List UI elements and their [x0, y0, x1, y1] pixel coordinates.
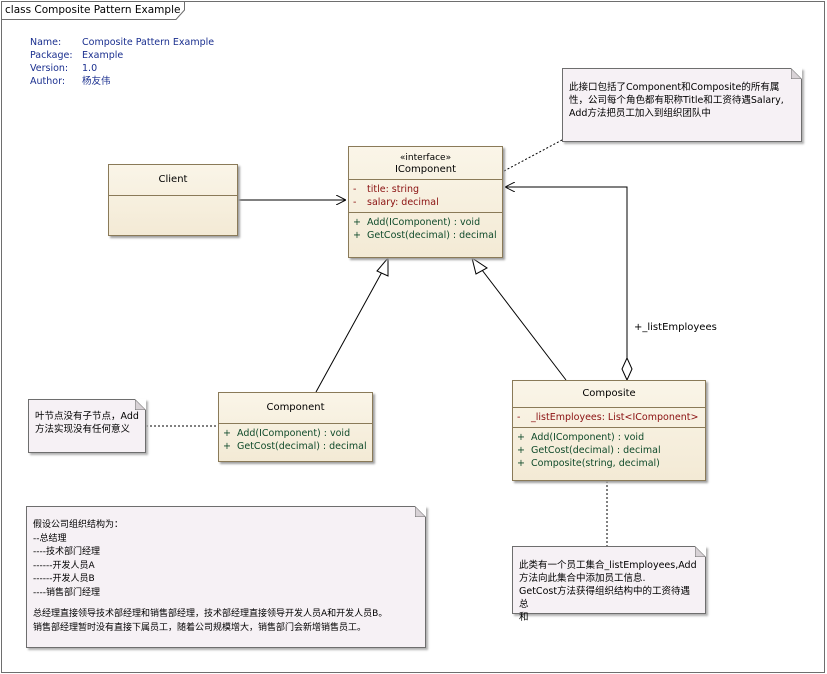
note-line: 方法实现没有任何意义	[35, 424, 131, 435]
visibility-marker: +	[223, 428, 231, 439]
note-line: ------开发人员A	[33, 560, 95, 571]
attribute-text: salary: decimal	[367, 197, 439, 208]
operation-row: + Add(IComponent) : void	[223, 427, 372, 440]
note-line: 假设公司组织结构为：	[33, 520, 124, 530]
metadata-value: 1.0	[82, 63, 98, 74]
metadata-row-version: Version: 1.0	[30, 62, 214, 75]
metadata-key: Version:	[30, 63, 69, 74]
aggregation-diamond	[621, 356, 633, 382]
note-interface[interactable]: 此接口包括了Component和Composite的所有属 性，公司每个角色都有…	[562, 68, 802, 142]
note-line: Add方法把员工加入到组织团队中	[569, 108, 711, 119]
aggregation-role-label: +_listEmployees	[634, 322, 717, 333]
attribute-text: _listEmployees: List<IComponent>	[531, 412, 699, 423]
note-composite[interactable]: 此类有一个员工集合_listEmployees,Add 方法向此集合中添加员工信…	[512, 546, 706, 623]
operation-row: + GetCost(decimal) : decimal	[223, 440, 372, 453]
metadata-row-author: Author: 杨友伟	[30, 75, 214, 88]
diagram-metadata: Name: Composite Pattern Example Package:…	[30, 36, 214, 88]
class-component-name: Component	[219, 393, 372, 424]
operation-row: + Composite(string, decimal)	[517, 457, 705, 470]
note-line: GetCost方法获得组织结构中的工资待遇总	[519, 586, 691, 610]
class-composite-operations: + Add(IComponent) : void + GetCost(decimal…	[513, 428, 705, 473]
visibility-marker: -	[517, 412, 521, 423]
note-line: 叶节点没有子节点，Add	[35, 411, 139, 422]
class-client[interactable]: Client	[108, 164, 238, 236]
note-line: 销售部经理暂时没有直接下属员工，随着公司规模增大，销售部门会新增销售员工。	[33, 622, 367, 633]
metadata-value: Composite Pattern Example	[82, 37, 215, 48]
note-organization[interactable]: 假设公司组织结构为： --总结理 ----技术部门经理 ------开发人员A …	[26, 506, 426, 648]
class-component-operations: + Add(IComponent) : void + GetCost(decimal…	[219, 424, 372, 456]
note-line: 和	[519, 612, 529, 623]
note-fold-icon	[135, 399, 146, 410]
note-line: 方法向此集合中添加员工信息.	[519, 573, 646, 584]
visibility-marker: +	[517, 458, 525, 469]
component-realization-line	[315, 271, 383, 393]
class-composite-attributes: -_listEmployees: List<IComponent>	[513, 408, 705, 428]
visibility-marker: +	[223, 441, 231, 452]
operation-row: + GetCost(decimal) : decimal	[353, 229, 502, 242]
attribute-row: -salary: decimal	[353, 196, 502, 209]
operation-text: GetCost(decimal) : decimal	[531, 445, 661, 456]
note-leaf[interactable]: 叶节点没有子节点，Add 方法实现没有任何意义	[28, 399, 146, 453]
visibility-marker: +	[353, 230, 361, 241]
aggregation-line	[505, 187, 628, 360]
operation-text: GetCost(decimal) : decimal	[237, 441, 367, 452]
metadata-row-name: Name: Composite Pattern Example	[30, 36, 214, 49]
composite-realization-line	[481, 269, 567, 381]
note-line: ----技术部门经理	[33, 547, 100, 557]
class-icomponent-header: «interface» IComponent	[349, 147, 502, 180]
operation-row: + Add(IComponent) : void	[353, 216, 502, 229]
visibility-marker: +	[353, 217, 361, 228]
note-line: 总经理直接领导技术部经理和销售部经理，技术部经理直接领导开发人员A和开发人员B。	[33, 609, 388, 619]
note-fold-icon	[415, 506, 426, 517]
operation-text: GetCost(decimal) : decimal	[367, 230, 497, 241]
note-fold-icon	[791, 68, 802, 79]
operation-text: Add(IComponent) : void	[531, 432, 645, 443]
class-client-name: Client	[109, 165, 237, 196]
note-line: ----销售部门经理	[33, 587, 100, 598]
operation-row: + GetCost(decimal) : decimal	[517, 444, 705, 457]
note-line: 此接口包括了Component和Composite的所有属	[569, 82, 780, 93]
note-line	[33, 600, 419, 608]
attribute-row: -title: string	[353, 183, 502, 196]
metadata-key: Package:	[30, 50, 73, 61]
class-icomponent-name: IComponent	[394, 164, 456, 175]
note-line: 性，公司每个角色都有职称Title和工资待遇Salary,	[569, 95, 784, 106]
visibility-marker: -	[353, 197, 357, 208]
class-icomponent-operations: + Add(IComponent) : void + GetCost(decimal…	[349, 213, 502, 245]
class-icomponent-attributes: -title: string -salary: decimal	[349, 180, 502, 213]
visibility-marker: +	[517, 432, 525, 443]
visibility-marker: +	[517, 445, 525, 456]
operation-text: Add(IComponent) : void	[237, 428, 351, 439]
metadata-value: Example	[82, 50, 124, 61]
note-line: ------开发人员B	[33, 574, 95, 584]
composite-realization-triangle	[471, 256, 488, 275]
metadata-key: Author:	[30, 76, 66, 87]
note-fold-icon	[695, 546, 706, 557]
interface-note-connector	[503, 139, 563, 172]
operation-text: Add(IComponent) : void	[367, 217, 481, 228]
class-composite-name: Composite	[513, 381, 705, 408]
note-line: --总结理	[33, 533, 67, 544]
component-realization-triangle	[376, 256, 389, 277]
operation-row: + Add(IComponent) : void	[517, 431, 705, 444]
frame-tab-shape	[1, 1, 185, 20]
operation-text: Composite(string, decimal)	[531, 458, 660, 469]
diagram-title: class Composite Pattern Example	[5, 4, 181, 16]
metadata-key: Name:	[30, 37, 62, 48]
metadata-row-package: Package: Example	[30, 49, 214, 62]
class-composite[interactable]: Composite -_listEmployees: List<ICompone…	[512, 380, 706, 481]
class-component[interactable]: Component + Add(IComponent) : void + GetCo…	[218, 392, 373, 462]
class-icomponent[interactable]: «interface» IComponent -title: string -s…	[348, 146, 503, 258]
attribute-row: -_listEmployees: List<IComponent>	[517, 411, 705, 424]
metadata-value: 杨友伟	[82, 76, 111, 87]
class-icomponent-stereotype: «interface»	[399, 153, 452, 163]
attribute-text: title: string	[367, 184, 420, 195]
visibility-marker: -	[353, 184, 357, 195]
note-line: 此类有一个员工集合_listEmployees,Add	[519, 560, 697, 571]
